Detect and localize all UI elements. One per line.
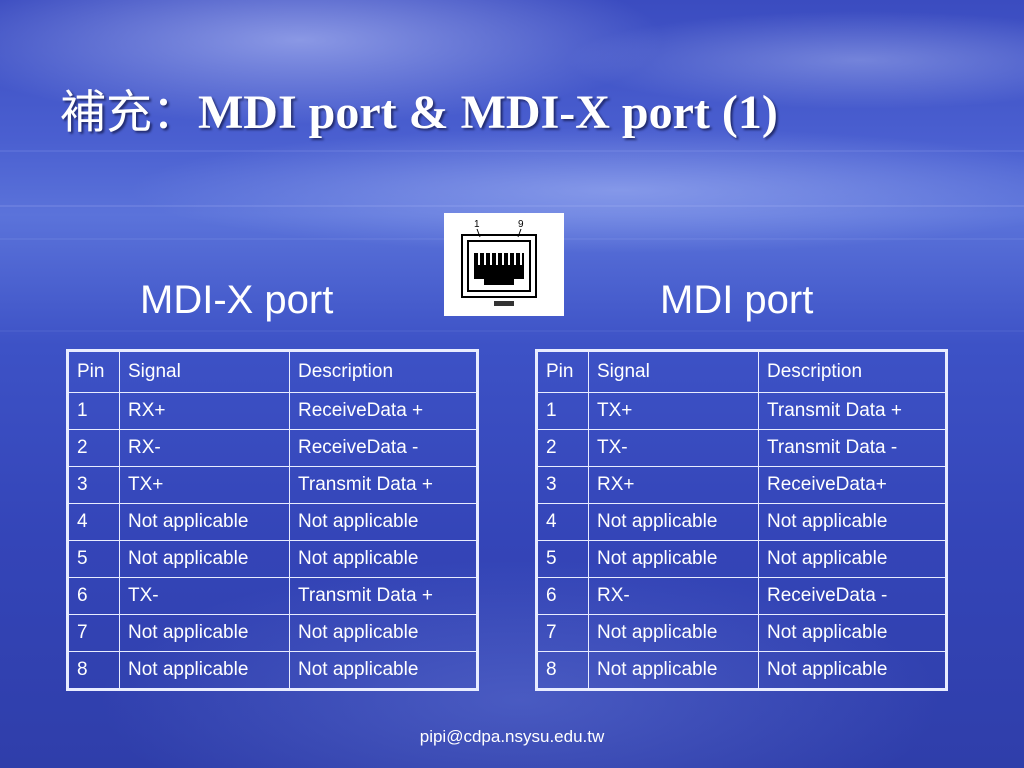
description-cell: Not applicable [289, 651, 478, 690]
description-cell: ReceiveData+ [758, 466, 947, 504]
signal-cell: RX- [588, 577, 759, 615]
pin-cell: 8 [67, 651, 120, 690]
pin-cell: 3 [67, 466, 120, 504]
header-signal: Signal [119, 350, 290, 393]
slide-title-main: MDI port & MDI-X port (1) [198, 86, 778, 139]
pin-cell: 1 [67, 392, 120, 430]
description-cell: Transmit Data - [758, 429, 947, 467]
pin-cell: 7 [67, 614, 120, 652]
rj45-jack-icon: 1 9 [461, 219, 537, 306]
footer-email: pipi@cdpa.nsysu.edu.tw [419, 727, 605, 746]
description-cell: ReceiveData - [758, 577, 947, 615]
header-pin: Pin [536, 350, 589, 393]
pin-cell: 6 [67, 577, 120, 615]
connector-pin-first-label: 1 [474, 219, 480, 230]
signal-cell: RX+ [588, 466, 759, 504]
description-cell: Not applicable [289, 614, 478, 652]
background-streak [0, 150, 1024, 152]
signal-cell: RX- [119, 429, 290, 467]
pin-cell: 5 [536, 540, 589, 578]
pin-cell: 5 [67, 540, 120, 578]
description-cell: Not applicable [289, 503, 478, 541]
background-streak [0, 330, 1024, 332]
signal-cell: TX- [119, 577, 290, 615]
connector-pin-last-label: 9 [518, 219, 524, 230]
header-description: Description [289, 350, 478, 393]
description-cell: Transmit Data + [289, 577, 478, 615]
pin-cell: 8 [536, 651, 589, 690]
slide-title: 補充：MDI port & MDI-X port (1) [60, 82, 778, 143]
description-cell: Transmit Data + [758, 392, 947, 430]
table-header-row: Pin Signal Description [67, 350, 478, 393]
pin-cell: 1 [536, 392, 589, 430]
caption-smudge [494, 301, 514, 306]
description-cell: ReceiveData - [289, 429, 478, 467]
header-pin: Pin [67, 350, 120, 393]
pin-cell: 2 [67, 429, 120, 467]
pin-cell: 3 [536, 466, 589, 504]
description-cell: Not applicable [289, 540, 478, 578]
signal-cell: TX+ [119, 466, 290, 504]
signal-cell: Not applicable [588, 614, 759, 652]
mdix-port-label: MDI-X port [140, 278, 334, 322]
rj45-connector-diagram: 1 9 [444, 213, 564, 316]
description-cell: Not applicable [758, 651, 947, 690]
pin-cell: 2 [536, 429, 589, 467]
signal-cell: Not applicable [119, 614, 290, 652]
pin-cell: 7 [536, 614, 589, 652]
pin-cell: 6 [536, 577, 589, 615]
signal-cell: TX+ [588, 392, 759, 430]
description-cell: ReceiveData + [289, 392, 478, 430]
description-cell: Transmit Data + [289, 466, 478, 504]
signal-cell: RX+ [119, 392, 290, 430]
pin-cell: 4 [536, 503, 589, 541]
description-cell: Not applicable [758, 503, 947, 541]
table-header-row: Pin Signal Description [536, 350, 947, 393]
signal-cell: Not applicable [119, 540, 290, 578]
signal-cell: TX- [588, 429, 759, 467]
signal-cell: Not applicable [119, 503, 290, 541]
signal-cell: Not applicable [588, 503, 759, 541]
signal-cell: Not applicable [588, 540, 759, 578]
description-cell: Not applicable [758, 540, 947, 578]
pin-cell: 4 [67, 503, 120, 541]
background-streak [0, 205, 1024, 207]
signal-cell: Not applicable [119, 651, 290, 690]
signal-cell: Not applicable [588, 651, 759, 690]
mdi-port-label: MDI port [660, 278, 814, 322]
header-signal: Signal [588, 350, 759, 393]
description-cell: Not applicable [758, 614, 947, 652]
header-description: Description [758, 350, 947, 393]
slide-title-prefix: 補充： [60, 85, 198, 139]
